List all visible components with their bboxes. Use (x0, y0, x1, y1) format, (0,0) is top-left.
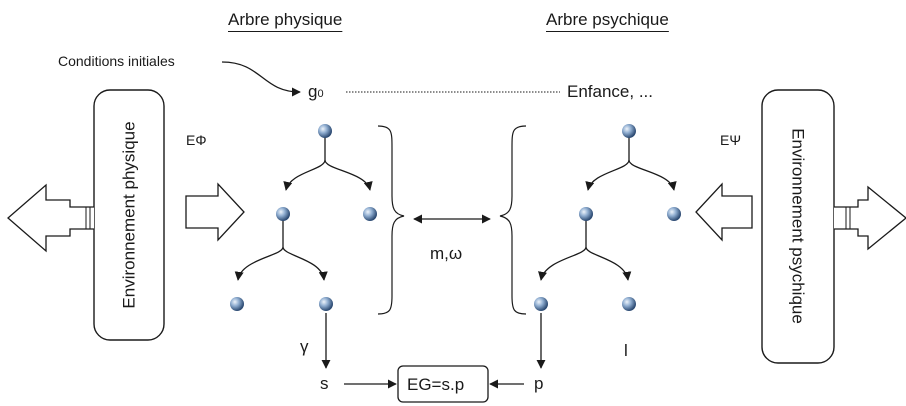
tree-node (622, 297, 636, 311)
tree-edge (585, 246, 632, 281)
tree-edge (282, 246, 328, 281)
psychic-environment-label: Environnement psychique (788, 128, 808, 324)
tree-edge (585, 133, 630, 191)
psychic-influence-arrow (695, 182, 753, 242)
tree-node (230, 297, 244, 311)
tree-node (622, 124, 636, 138)
initial-conditions-label: Conditions initiales (58, 53, 175, 69)
physical-environment-label: Environnement physique (119, 121, 139, 309)
tree-edge (234, 216, 284, 281)
tree-edge (283, 133, 326, 191)
physical-influence-arrow (185, 182, 245, 242)
l-label: l (624, 341, 628, 360)
right-outgoing-arrow (834, 185, 906, 251)
g0-symbol: g (308, 82, 318, 101)
tree-node (534, 297, 548, 311)
tree-node (363, 207, 377, 221)
left-outgoing-arrow (7, 183, 94, 253)
g0-label: g0 (308, 83, 324, 100)
gamma-label: γ (300, 337, 309, 356)
m-omega-label: m,ω (430, 244, 463, 263)
psychic-tree-title: Arbre psychique (546, 10, 669, 29)
tree-node (667, 207, 681, 221)
psychic-tree-brace (499, 125, 527, 315)
tree-node (319, 297, 333, 311)
physical-tree-title: Arbre physique (228, 10, 343, 29)
e-psi-label: EΨ (720, 132, 742, 148)
initial-conditions-arrow (221, 61, 301, 97)
e-phi-label: EΦ (186, 132, 207, 148)
tree-edge (628, 159, 677, 191)
tree-edge (538, 216, 587, 281)
tree-node (276, 207, 290, 221)
eg-formula: EG=s.p (407, 375, 465, 394)
tree-edge (324, 159, 373, 191)
tree-node (579, 207, 593, 221)
childhood-label: Enfance, ... (567, 82, 653, 101)
tree-node (318, 124, 332, 138)
eg-box (397, 365, 489, 403)
p-label: p (534, 374, 544, 393)
physical-tree-brace (377, 125, 405, 315)
s-label: s (320, 374, 329, 393)
g0-subscript: 0 (317, 88, 324, 100)
